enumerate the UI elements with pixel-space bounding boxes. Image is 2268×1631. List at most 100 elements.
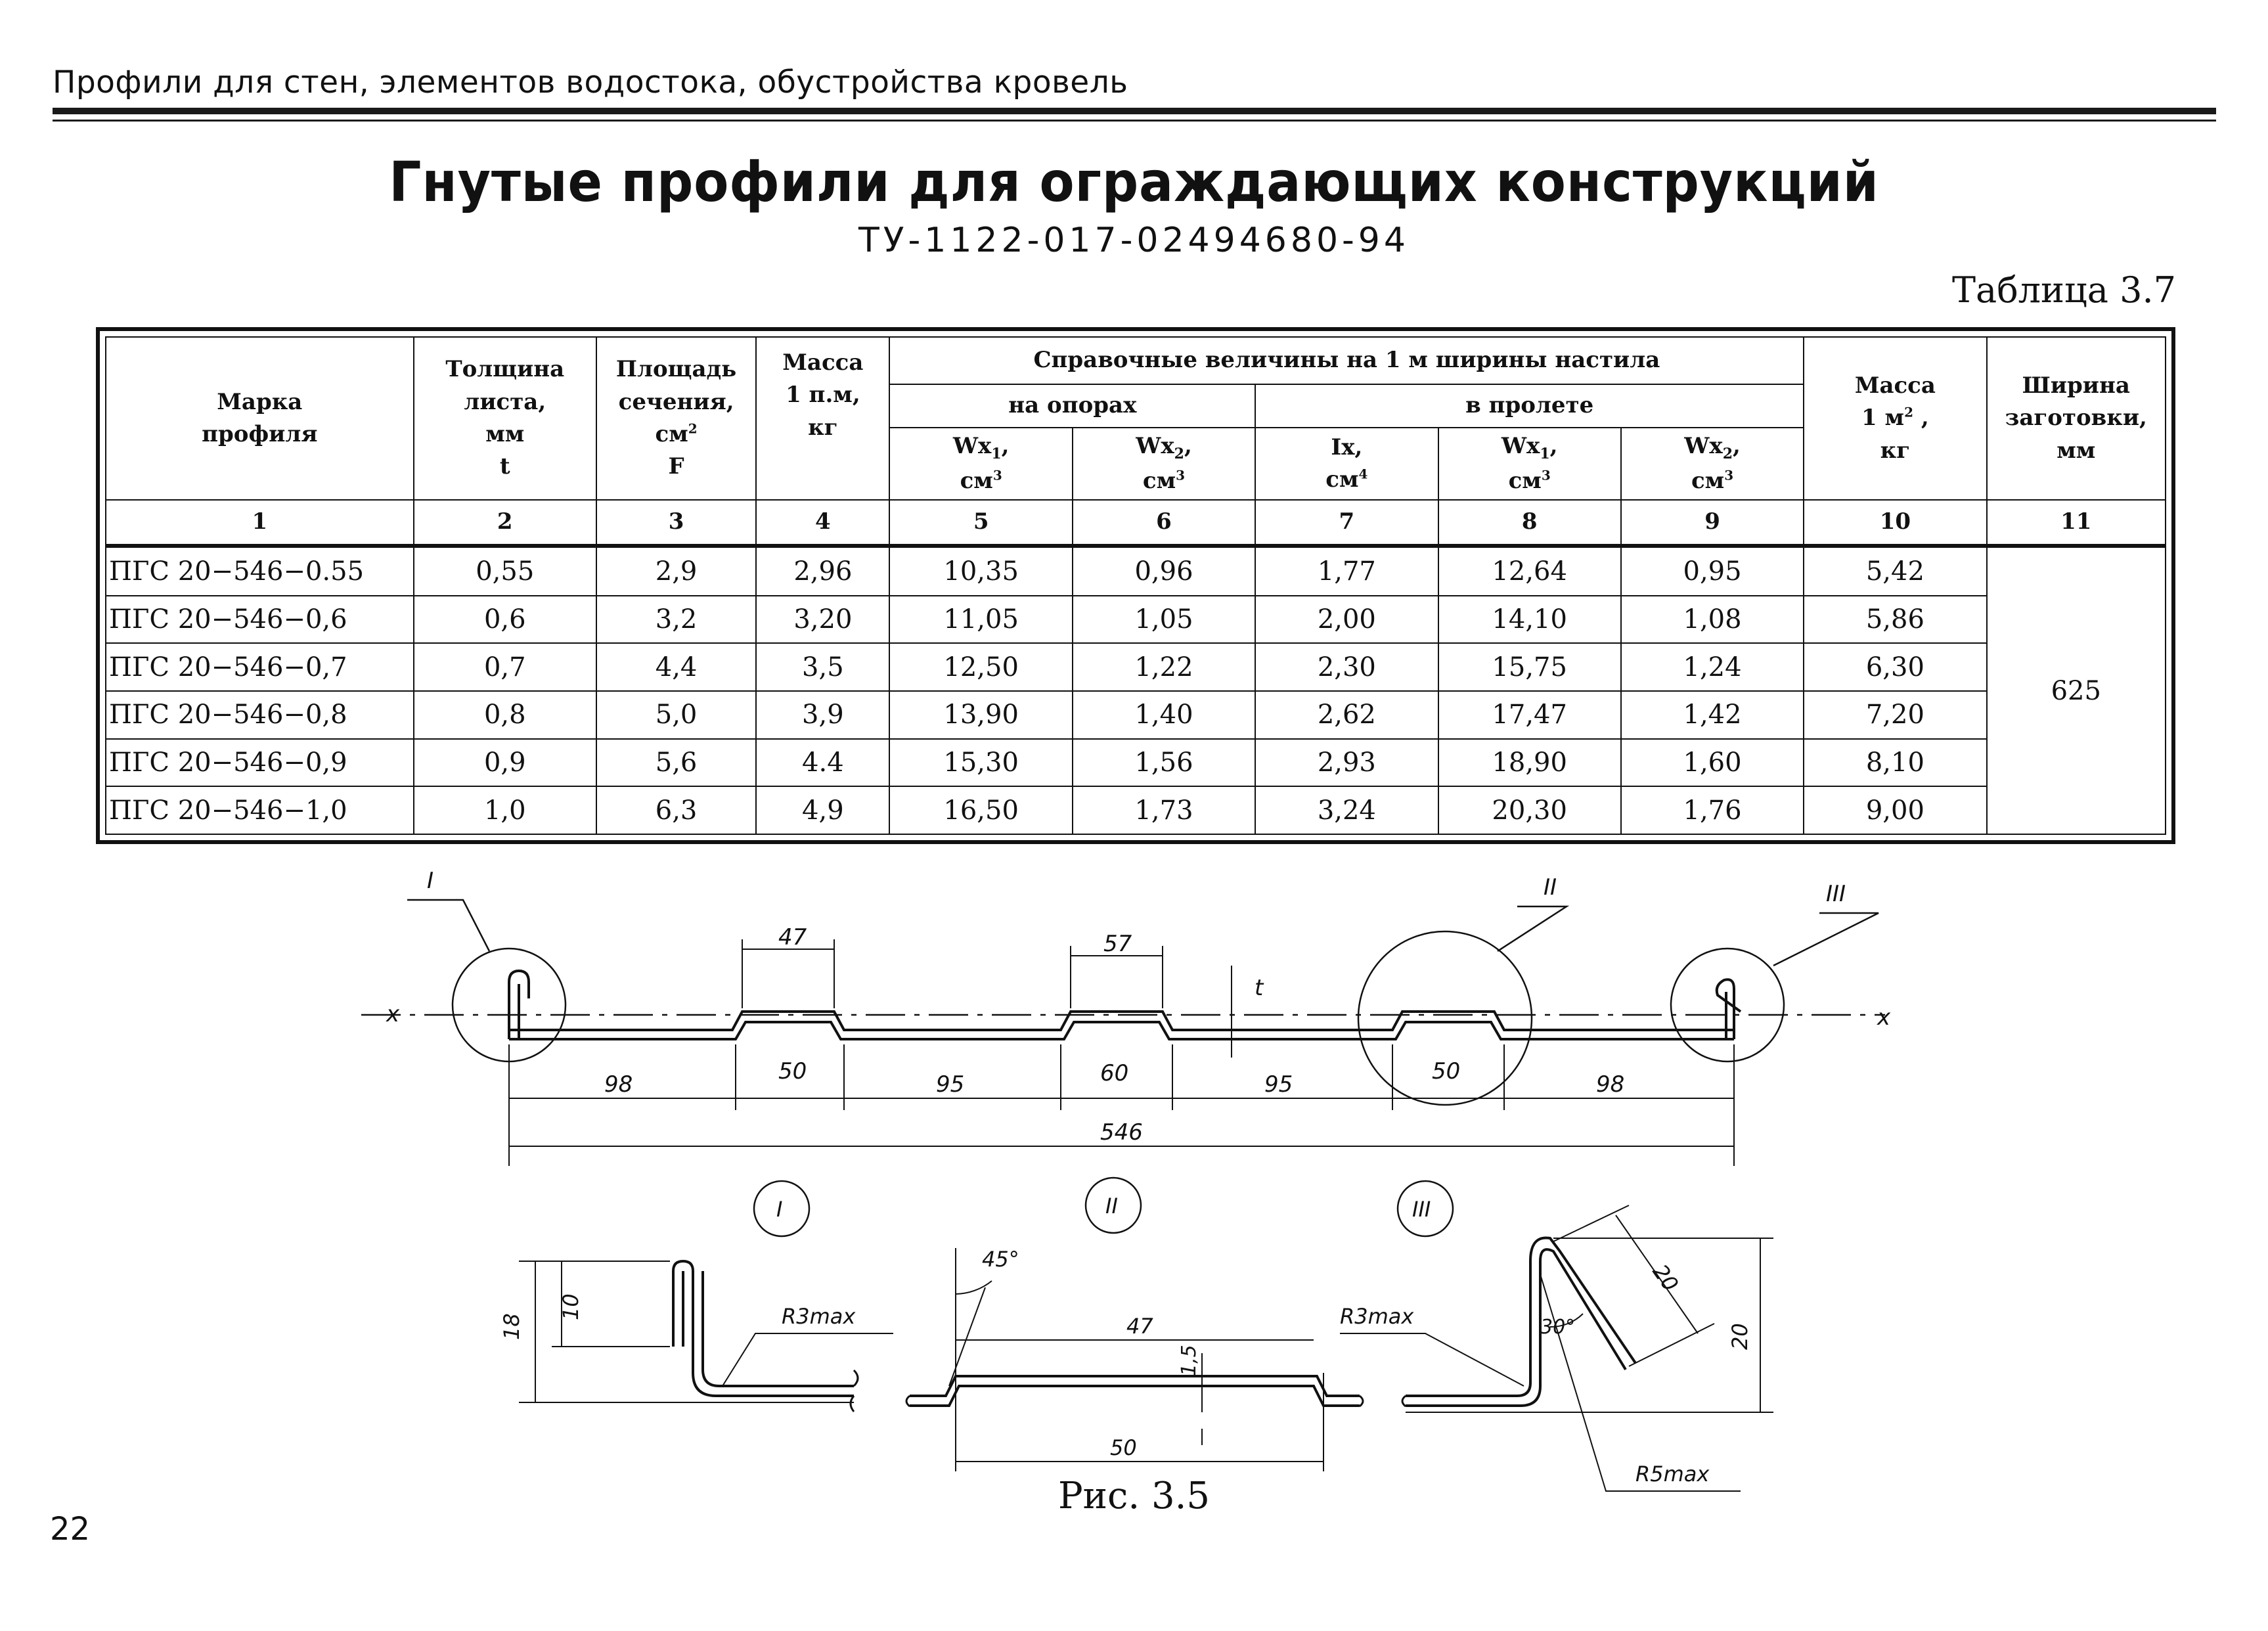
detail-bubble-label-i: I [776,1197,782,1222]
table-label: Таблица 3.7 [1952,269,2176,311]
axis-label-left: x [386,1001,400,1027]
table-cell: 3,2 [595,594,757,644]
col-number: 10 [1803,499,1988,548]
detail-ii-drawing [905,1375,1364,1408]
header-on-supports: на опорах [889,384,1256,428]
cell-blank-width: 625 [1986,545,2167,835]
table-cell: 6,30 [1803,642,1988,692]
table-cell: 13,90 [889,690,1073,740]
cell-mark: ПГС 20−546−0,9 [105,738,414,788]
page-title: Гнутые профили для ограждающих конструкц… [389,150,1879,214]
dim-label-546: 546 [1100,1119,1143,1146]
table-cell: 1,77 [1255,545,1439,596]
cell-mark: ПГС 20−546−0.55 [105,545,414,596]
table-cell: 0,9 [412,738,597,788]
table-cell: 3,24 [1255,786,1439,835]
table-cell: 20,30 [1437,786,1622,835]
dim-label-95-left: 95 [936,1071,964,1098]
page-number: 22 [50,1511,91,1548]
table-cell: 7,20 [1803,690,1988,740]
header-rule-thin [53,120,2216,122]
col-number: 7 [1255,499,1439,548]
table-cell: 1,24 [1620,642,1805,692]
dim-label-50-right: 50 [1432,1058,1460,1084]
header-sub-9: Wx2,см3 [1620,427,1805,501]
detail-ii-label-angle: 45° [982,1247,1019,1272]
detail-i-drawing [672,1259,859,1412]
dim-label-95-right: 95 [1264,1071,1293,1098]
col-number: 1 [105,499,414,548]
axis-label-right: x [1877,1004,1891,1031]
detail-i-dims [519,1261,893,1403]
callout-circle-iii [1670,947,1785,1063]
detail-ii-label-50: 50 [1110,1435,1137,1460]
table-cell: 15,30 [889,738,1073,788]
detail-iii-drawing [1401,1236,1637,1408]
table-row: ПГС 20−546−1,0 1,0 6,3 4,9 16,50 1,73 3,… [105,786,2166,835]
col-number: 6 [1071,499,1256,548]
bottom-dimensions [508,1044,1735,1166]
dim-label-t: t [1255,975,1264,1001]
table-cell: 3,9 [755,690,891,740]
table-cell: 16,50 [889,786,1073,835]
dim-label-98-left: 98 [604,1071,633,1098]
col-number: 2 [412,499,597,548]
table-row: ПГС 20−546−0,7 0,7 4,4 3,5 12,50 1,22 2,… [105,642,2166,692]
table-row: ПГС 20−546−0.55 0,55 2,9 2,96 10,35 0,96… [105,545,2167,835]
col-number: 3 [595,499,757,548]
figure-caption: Рис. 3.5 [1057,1475,1211,1517]
header-col1: Марка профиля [105,336,414,501]
table-cell: 0,55 [412,545,597,596]
detail-ii-label-47: 47 [1126,1314,1153,1339]
table-cell: 18,90 [1437,738,1622,788]
table-cell: 1,56 [1071,738,1256,788]
table-cell: 12,50 [889,642,1073,692]
table-row: ПГС 20−546−0,8 0,8 5,0 3,9 13,90 1,40 2,… [105,690,2166,740]
detail-bubble-label-ii: II [1105,1194,1118,1218]
table-cell: 6,3 [595,786,757,835]
table-cell: 4,9 [755,786,891,835]
dim-label-47: 47 [778,924,807,950]
table-cell: 5,42 [1803,545,1988,596]
table-cell: 10,35 [889,545,1073,596]
main-profile [508,969,1742,1040]
table-cell: 14,10 [1437,594,1622,644]
table-cell: 11,05 [889,594,1073,644]
table-cell: 15,75 [1437,642,1622,692]
page-subtitle: ТУ-1122-017-02494680-94 [858,221,1410,260]
header-ref-group: Справочные величины на 1 м ширины настил… [889,336,1805,385]
table-cell: 1,22 [1071,642,1256,692]
dim-label-50-left: 50 [778,1058,807,1084]
table-cell: 17,47 [1437,690,1622,740]
table-cell: 3,20 [755,594,891,644]
callout-label-iii: III [1826,881,1846,907]
header-sub-5: Wx1,см3 [889,427,1073,501]
top-dimensions [742,939,1232,1058]
header-sub-6: Wx2,см3 [1071,427,1256,501]
header-in-span: в пролете [1255,384,1805,428]
detail-iii-label-r3: R3max [1340,1304,1414,1329]
dim-label-57: 57 [1103,931,1132,957]
detail-bubble-label-iii: III [1412,1197,1431,1222]
table-cell: 3,5 [755,642,891,692]
col-number: 5 [889,499,1073,548]
table-cell: 0,95 [1620,545,1805,596]
dim-label-98-right: 98 [1596,1071,1624,1098]
table-cell: 1,73 [1071,786,1256,835]
detail-iii-dims [1340,1205,1773,1492]
table-cell: 2,93 [1255,738,1439,788]
detail-ii-dims [948,1248,1324,1471]
table-cell: 5,0 [595,690,757,740]
table-cell: 8,10 [1803,738,1988,788]
col-number: 11 [1986,499,2167,548]
detail-iii-label-r5: R5max [1635,1462,1710,1486]
table-cell: 4,4 [595,642,757,692]
col-number: 4 [755,499,891,548]
detail-i-label-radius: R3max [782,1304,856,1329]
detail-iii-label-angle: 30° [1540,1316,1575,1339]
table-row: ПГС 20−546−0,6 0,6 3,2 3,20 11,05 1,05 2… [105,594,2166,644]
